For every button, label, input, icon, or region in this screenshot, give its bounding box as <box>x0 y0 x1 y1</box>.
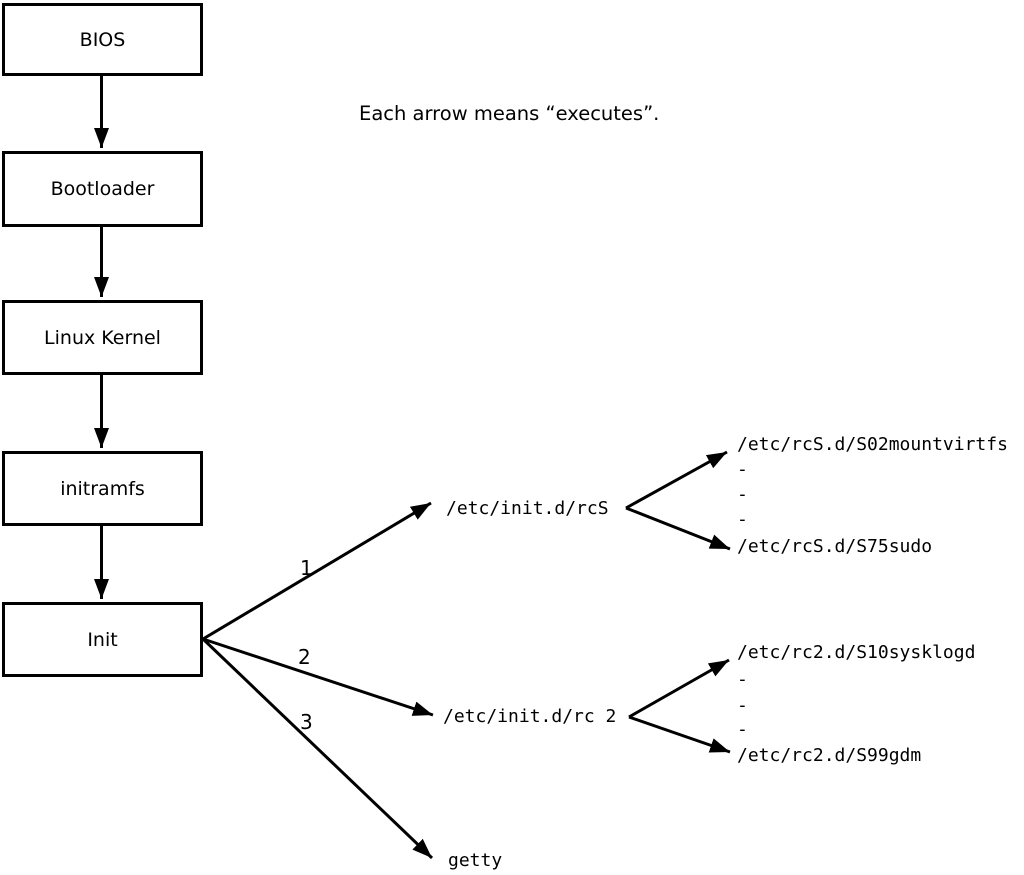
rcS-entry-ellipsis-3: - <box>737 509 748 530</box>
arrow-rcS-to-s02mountvirtfs <box>625 450 728 510</box>
rcS-entry-s75sudo: /etc/rcS.d/S75sudo <box>737 536 933 557</box>
arrow-init-to-rcS <box>202 501 432 641</box>
arrow-init-to-getty <box>201 637 434 860</box>
rc2-entry-ellipsis-1: - <box>737 669 748 690</box>
legend-note: Each arrow means “executes”. <box>359 102 660 125</box>
box-bootloader-label: Bootloader <box>50 178 155 200</box>
arrow-rc2-to-s10sysklogd <box>628 658 730 719</box>
box-initramfs: initramfs <box>2 451 203 526</box>
script-getty: getty <box>448 850 503 871</box>
box-init-label: Init <box>87 628 118 651</box>
script-init-d-rc2: /etc/init.d/rc 2 <box>443 706 617 727</box>
branch-label-1: 1 <box>300 556 313 580</box>
rc2-entry-s99gdm: /etc/rc2.d/S99gdm <box>737 745 922 766</box>
rc2-entry-ellipsis-3: - <box>737 719 748 740</box>
box-initramfs-label: initramfs <box>60 477 145 500</box>
arrow-rc2-to-s99gdm <box>628 715 731 754</box>
branch-label-2: 2 <box>298 645 311 669</box>
box-bios-label: BIOS <box>79 28 126 51</box>
box-linux-kernel: Linux Kernel <box>2 300 203 375</box>
arrow-init-to-rc2 <box>202 637 434 717</box>
rc2-entry-ellipsis-2: - <box>737 695 748 716</box>
rcS-entry-ellipsis-1: - <box>737 459 748 480</box>
arrow-rcS-to-s75sudo <box>625 506 731 551</box>
rcS-entry-ellipsis-2: - <box>737 484 748 505</box>
branch-label-3: 3 <box>300 710 313 734</box>
box-init: Init <box>2 602 203 677</box>
box-bios: BIOS <box>2 3 203 76</box>
rc2-entry-s10sysklogd: /etc/rc2.d/S10sysklogd <box>737 642 976 663</box>
box-linux-kernel-label: Linux Kernel <box>44 326 161 349</box>
script-init-d-rcS: /etc/init.d/rcS <box>446 498 609 519</box>
rcS-entry-s02mountvirtfs: /etc/rcS.d/S02mountvirtfs <box>737 434 1008 455</box>
box-bootloader: Bootloader <box>2 151 203 227</box>
